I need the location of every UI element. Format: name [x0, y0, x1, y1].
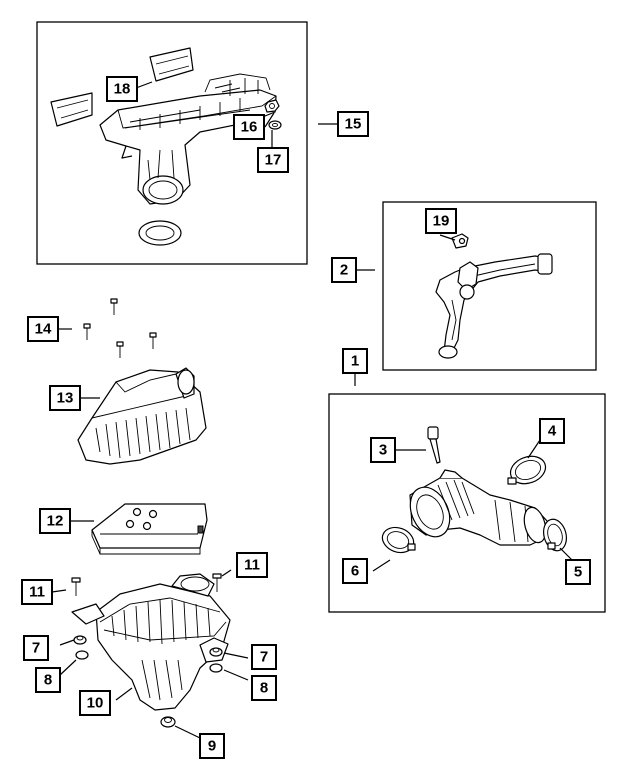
- callout-17-text: 17: [265, 152, 282, 169]
- callout-11-right-text: 11: [244, 557, 260, 574]
- callout-6: 6: [342, 558, 368, 584]
- callout-5: 5: [565, 559, 591, 585]
- sensor-3: [427, 426, 441, 464]
- hose-clamp-4: [507, 455, 547, 485]
- callout-8-left-text: 8: [44, 672, 52, 689]
- callout-5-text: 5: [574, 564, 582, 581]
- screws-14: [83, 298, 157, 358]
- callout-16: 16: [233, 114, 265, 140]
- callout-13: 13: [49, 385, 81, 411]
- air-cleaner-cover-13: [77, 367, 207, 465]
- air-cleaner-housing-10: [71, 573, 231, 711]
- callout-9-text: 9: [208, 738, 216, 755]
- vent-hose: [435, 253, 553, 359]
- callout-8-right-text: 8: [260, 680, 268, 697]
- bracket-18-right: [149, 47, 194, 82]
- callout-11-left: 11: [21, 579, 53, 605]
- grommet-8-right: [209, 663, 223, 673]
- callout-12: 12: [39, 508, 71, 534]
- callout-11-right: 11: [236, 552, 268, 578]
- callout-13-text: 13: [57, 390, 74, 407]
- callout-15-text: 15: [345, 116, 362, 133]
- callout-14-text: 14: [35, 321, 52, 338]
- callout-9: 9: [199, 733, 225, 759]
- callout-16-text: 16: [241, 119, 258, 136]
- callout-6-text: 6: [351, 563, 359, 580]
- callout-11-left-text: 11: [29, 584, 45, 601]
- callout-4-text: 4: [548, 423, 557, 440]
- air-inlet-group-frame: [328, 393, 606, 613]
- intake-seal-ring: [138, 220, 182, 246]
- callout-14: 14: [27, 316, 59, 342]
- callout-17: 17: [257, 147, 289, 173]
- bracket-18-left: [50, 92, 93, 127]
- leader-lines: [51, 81, 573, 739]
- callout-8-left: 8: [35, 667, 61, 693]
- vent-valve-19: [451, 233, 469, 249]
- callout-8-right: 8: [251, 675, 277, 701]
- screw-11-left: [71, 577, 81, 596]
- callout-10: 10: [79, 690, 111, 716]
- callout-2: 2: [331, 257, 357, 283]
- inlet-bellows-hose: [409, 469, 549, 546]
- screw-11-right: [212, 573, 222, 592]
- nut-16: [264, 99, 280, 113]
- callout-18-text: 18: [114, 81, 131, 98]
- grommet-7-right: [209, 647, 223, 657]
- callout-19: 19: [425, 208, 457, 234]
- callout-10-text: 10: [87, 695, 104, 712]
- hose-group-frame: [382, 201, 597, 371]
- callout-3-text: 3: [379, 442, 387, 459]
- grommet-7-left: [73, 635, 87, 645]
- callout-3: 3: [370, 437, 396, 463]
- grommet-8-left: [75, 650, 89, 660]
- callout-1-text: 1: [351, 353, 359, 370]
- hose-clamp-5: [542, 518, 568, 552]
- callout-7-right: 7: [251, 644, 277, 670]
- callout-7-left: 7: [23, 635, 49, 661]
- callout-4: 4: [539, 418, 565, 444]
- callout-15: 15: [337, 111, 369, 137]
- air-filter-12: [91, 503, 208, 555]
- callout-18: 18: [106, 76, 138, 102]
- intake-duct-group-frame: [36, 21, 308, 265]
- callout-19-text: 19: [433, 213, 450, 230]
- air-intake-duct: [99, 73, 277, 205]
- grommet-9: [160, 716, 176, 728]
- washer-17: [268, 120, 282, 130]
- callout-7-right-text: 7: [260, 649, 268, 666]
- hose-clamp-6: [381, 526, 416, 554]
- callout-12-text: 12: [47, 513, 64, 530]
- callout-2-text: 2: [340, 262, 348, 279]
- callout-7-left-text: 7: [32, 640, 40, 657]
- callout-1: 1: [342, 348, 368, 374]
